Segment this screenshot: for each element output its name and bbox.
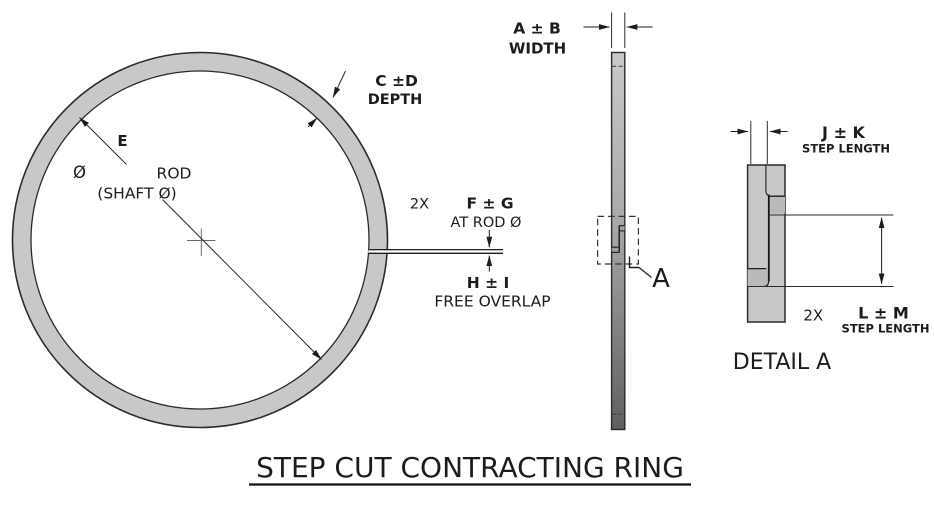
depth-arrow-inner xyxy=(307,117,318,128)
lm-step-length-label: STEP LENGTH xyxy=(842,322,930,336)
detail-callout-box xyxy=(596,215,639,265)
detail-callout-leader xyxy=(638,267,652,278)
side-bar xyxy=(610,51,626,431)
depth-word-label: DEPTH xyxy=(368,92,423,108)
ring-gap xyxy=(368,250,391,253)
width-dim-label: A ± B xyxy=(513,20,561,38)
center-mark xyxy=(187,228,216,256)
detail-a-title: DETAIL A xyxy=(733,350,831,375)
depth-dim-label: C ±D xyxy=(375,72,418,90)
step-seam xyxy=(611,225,625,253)
step-block-upper xyxy=(768,196,785,214)
e-diameter-leader xyxy=(79,117,127,165)
detail-a-view: J ± K STEP LENGTH 2X L ± M STEP LENGTH D… xyxy=(730,121,930,375)
lm-dim-label: L ± M xyxy=(858,304,909,323)
width-word-label: WIDTH xyxy=(509,40,566,58)
diameter-symbol-label: Ø xyxy=(73,163,86,182)
jk-dim-label: J ± K xyxy=(821,123,866,142)
drawing-title: STEP CUT CONTRACTING RING xyxy=(256,451,684,484)
title-block: STEP CUT CONTRACTING RING xyxy=(249,451,691,486)
side-view: A ± B WIDTH A xyxy=(509,12,670,431)
detail-callout-letter: A xyxy=(652,264,670,294)
hi-dim-label: H ± I xyxy=(467,274,510,292)
depth-arrow-outer xyxy=(332,70,346,98)
detail-callout-corner xyxy=(628,256,639,269)
shaft-diameter-leader xyxy=(162,199,322,360)
rod-label: ROD xyxy=(157,165,192,183)
lm-qty-label: 2X xyxy=(803,307,823,325)
shaft-dia-label: (SHAFT Ø) xyxy=(97,185,176,203)
jk-step-length-label: STEP LENGTH xyxy=(802,142,890,156)
ring-front-view: E Ø ROD (SHAFT Ø) C ±D DEPTH xyxy=(11,51,503,429)
step-block-lower xyxy=(747,268,769,287)
fg-dim-label: F ± G xyxy=(466,195,513,213)
gap-dimension-group: 2X F ± G AT ROD Ø H ± I FREE OVERLAP xyxy=(410,195,551,311)
at-rod-label: AT ROD Ø xyxy=(451,215,522,231)
e-dim-label: E xyxy=(117,132,127,150)
free-overlap-label: FREE OVERLAP xyxy=(434,293,550,311)
gap-qty-label: 2X xyxy=(410,197,429,213)
